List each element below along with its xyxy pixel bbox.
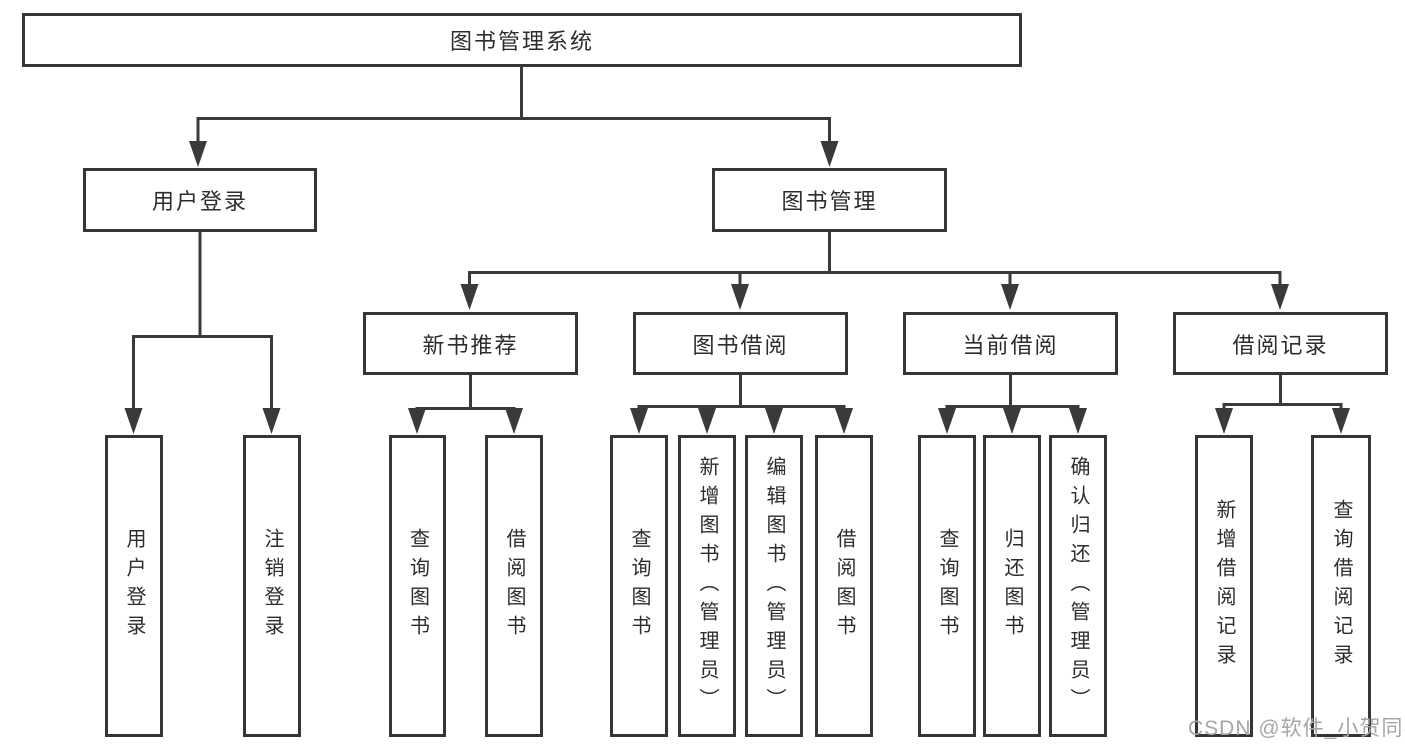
connector-current-borrowing-to-leaves [938,375,1087,434]
leaf-query-borrow-record: 查询借阅记录 [1311,435,1371,737]
leaf-user-login: 用户登录 [105,435,163,737]
node-current-borrowing: 当前借阅 [903,312,1118,375]
watermark: CSDN @软件_小贺同学 [1188,717,1405,740]
leaf-edit-books-admin: 编辑图书（管理员） [745,435,803,737]
leaf-add-books-admin: 新增图书（管理员） [678,435,736,737]
leaf-query-books-borrowing: 查询图书 [610,435,668,737]
leaf-confirm-return-admin: 确认归还（管理员） [1049,435,1107,737]
connector-user-login-to-leaves [124,232,281,434]
connector-borrowing-records-to-leaves [1215,375,1350,434]
leaf-add-borrow-record: 新增借阅记录 [1195,435,1253,737]
leaf-query-books-recommend: 查询图书 [389,435,446,737]
leaf-borrow-books-recommend: 借阅图书 [485,435,543,737]
node-new-book-recommendation: 新书推荐 [363,312,578,375]
leaf-logout: 注销登录 [243,435,301,737]
leaf-return-books: 归还图书 [983,435,1041,737]
node-user-login: 用户登录 [83,168,317,232]
connector-new-book-recommendation-to-leaves [408,375,523,434]
node-book-management: 图书管理 [712,168,947,232]
node-book-borrowing: 图书借阅 [633,312,848,375]
node-borrowing-records: 借阅记录 [1173,312,1388,375]
connector-book-borrowing-to-leaves [630,375,853,434]
connector-root-to-level2 [189,67,839,167]
connector-book-management-to-level3 [460,232,1289,310]
node-root: 图书管理系统 [22,13,1022,67]
leaf-query-books-current: 查询图书 [918,435,976,737]
leaf-borrow-books-borrowing: 借阅图书 [815,435,873,737]
